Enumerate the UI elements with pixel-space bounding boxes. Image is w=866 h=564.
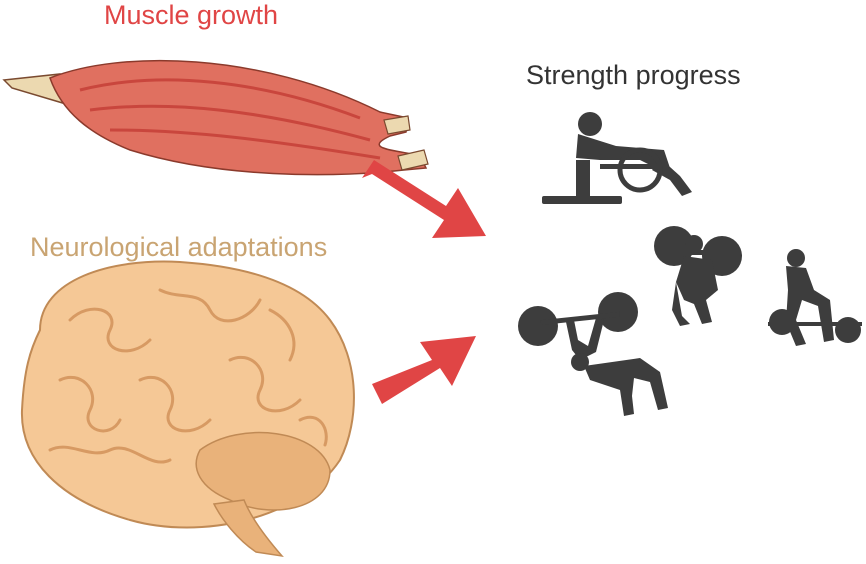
muscle-stripe bbox=[89, 104, 371, 142]
arrow-right-icon bbox=[362, 160, 486, 238]
muscle-growth-label: Muscle growth bbox=[104, 0, 279, 30]
brain-illustration bbox=[20, 260, 355, 558]
strength-progress-label: Strength progress bbox=[526, 60, 741, 90]
arrow-right-icon bbox=[372, 336, 476, 404]
muscle-stripe bbox=[109, 128, 381, 160]
brain-cerebellum bbox=[195, 431, 331, 511]
bench-press-silhouette bbox=[518, 292, 668, 416]
neurological-adaptations-label: Neurological adaptations bbox=[30, 232, 328, 262]
squat-silhouette bbox=[654, 226, 742, 326]
brain-folds bbox=[48, 288, 328, 464]
deadlift-silhouette bbox=[768, 249, 862, 346]
muscle-tendon-lower bbox=[397, 149, 429, 171]
muscle-stripe bbox=[79, 78, 361, 120]
muscle-illustration bbox=[2, 59, 429, 176]
brain-stem bbox=[212, 499, 284, 558]
muscle-tendon-upper bbox=[383, 115, 411, 135]
hip-thrust-silhouette bbox=[542, 112, 692, 204]
